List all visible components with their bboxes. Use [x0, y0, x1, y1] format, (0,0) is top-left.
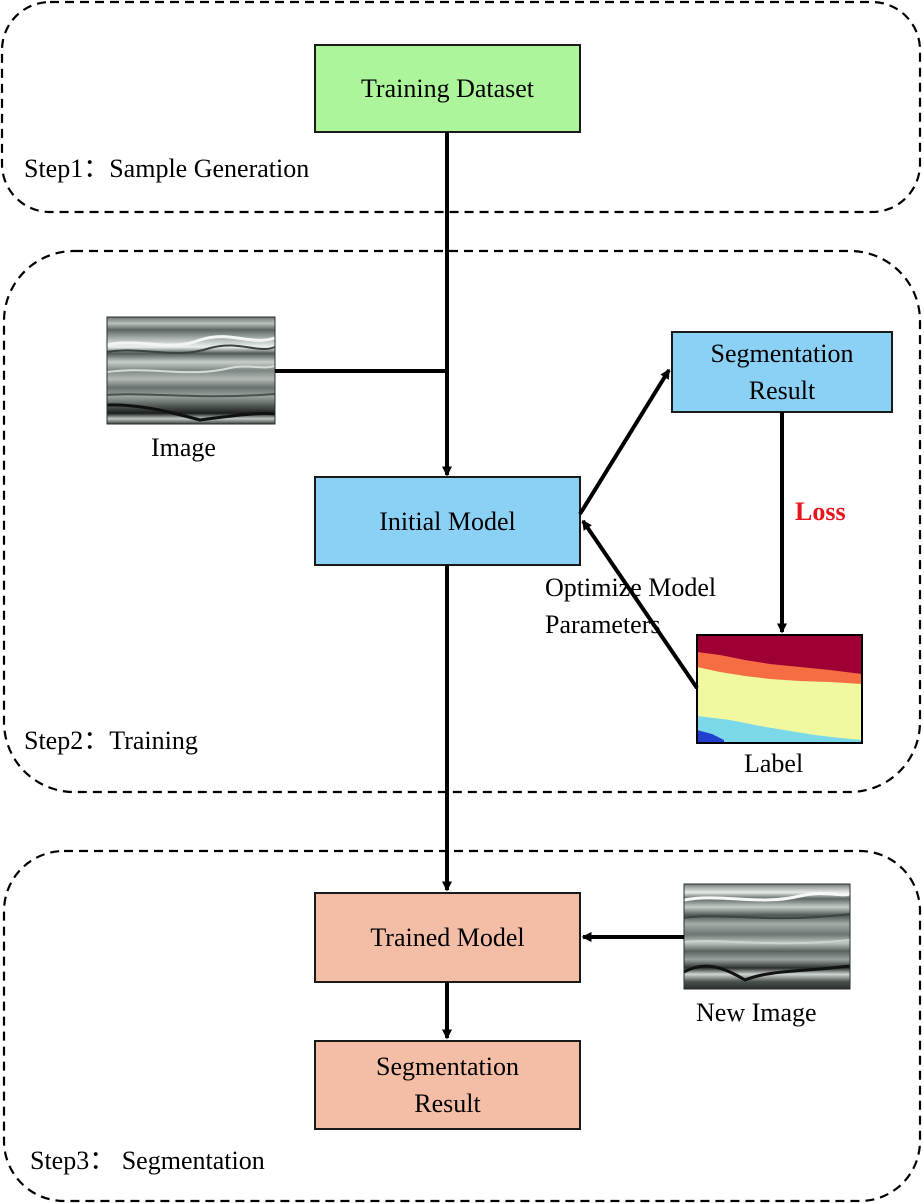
training-dataset-box: [314, 44, 581, 133]
stage-label-step2: Step2：Training: [24, 726, 198, 755]
label-map-thumbnail: [696, 634, 863, 744]
stage-region-segmentation: [2, 849, 922, 1203]
segmentation-result-final-line1: Segmentation: [376, 1052, 519, 1081]
segmentation-result-final-label: Segmentation Result: [315, 1041, 580, 1129]
trained-model-box: [314, 892, 581, 983]
segmentation-result-final-line2: Result: [414, 1089, 481, 1118]
initial-model-box: [314, 476, 581, 566]
stage-region-training: [2, 249, 922, 794]
initial-model-label: Initial Model: [315, 477, 580, 565]
training-dataset-text: Training Dataset: [360, 74, 535, 103]
seismic-image-thumbnail: [106, 316, 276, 425]
segmentation-result-train-box: [671, 331, 893, 413]
new-image-caption: New Image: [696, 998, 817, 1027]
trained-model-text: Trained Model: [370, 923, 525, 952]
optimize-label-line1: Optimize Model: [545, 573, 717, 602]
stage-label-step3: Step3： Segmentation: [30, 1146, 265, 1175]
loss-label: Loss: [795, 497, 846, 526]
arrow-initial-model-to-segmentation-result: [578, 368, 671, 516]
training-dataset-label: Training Dataset: [315, 45, 580, 132]
initial-model-text: Initial Model: [379, 506, 516, 536]
new-seismic-image-thumbnail: [683, 883, 851, 990]
arrow-label-to-initial-model: [581, 519, 699, 690]
segmentation-result-train-line1: Segmentation: [710, 339, 854, 368]
segmentation-result-train-label: Segmentation Result: [672, 332, 892, 412]
label-caption: Label: [744, 749, 804, 778]
optimize-label-line2: Parameters: [545, 610, 661, 639]
stage-region-sample-generation: [0, 0, 922, 214]
segmentation-result-final-box: [314, 1040, 581, 1130]
stage-label-step1: Step1：Sample Generation: [24, 154, 310, 183]
trained-model-label: Trained Model: [315, 893, 580, 982]
segmentation-result-train-line2: Result: [748, 376, 816, 405]
image-caption: Image: [151, 433, 216, 462]
